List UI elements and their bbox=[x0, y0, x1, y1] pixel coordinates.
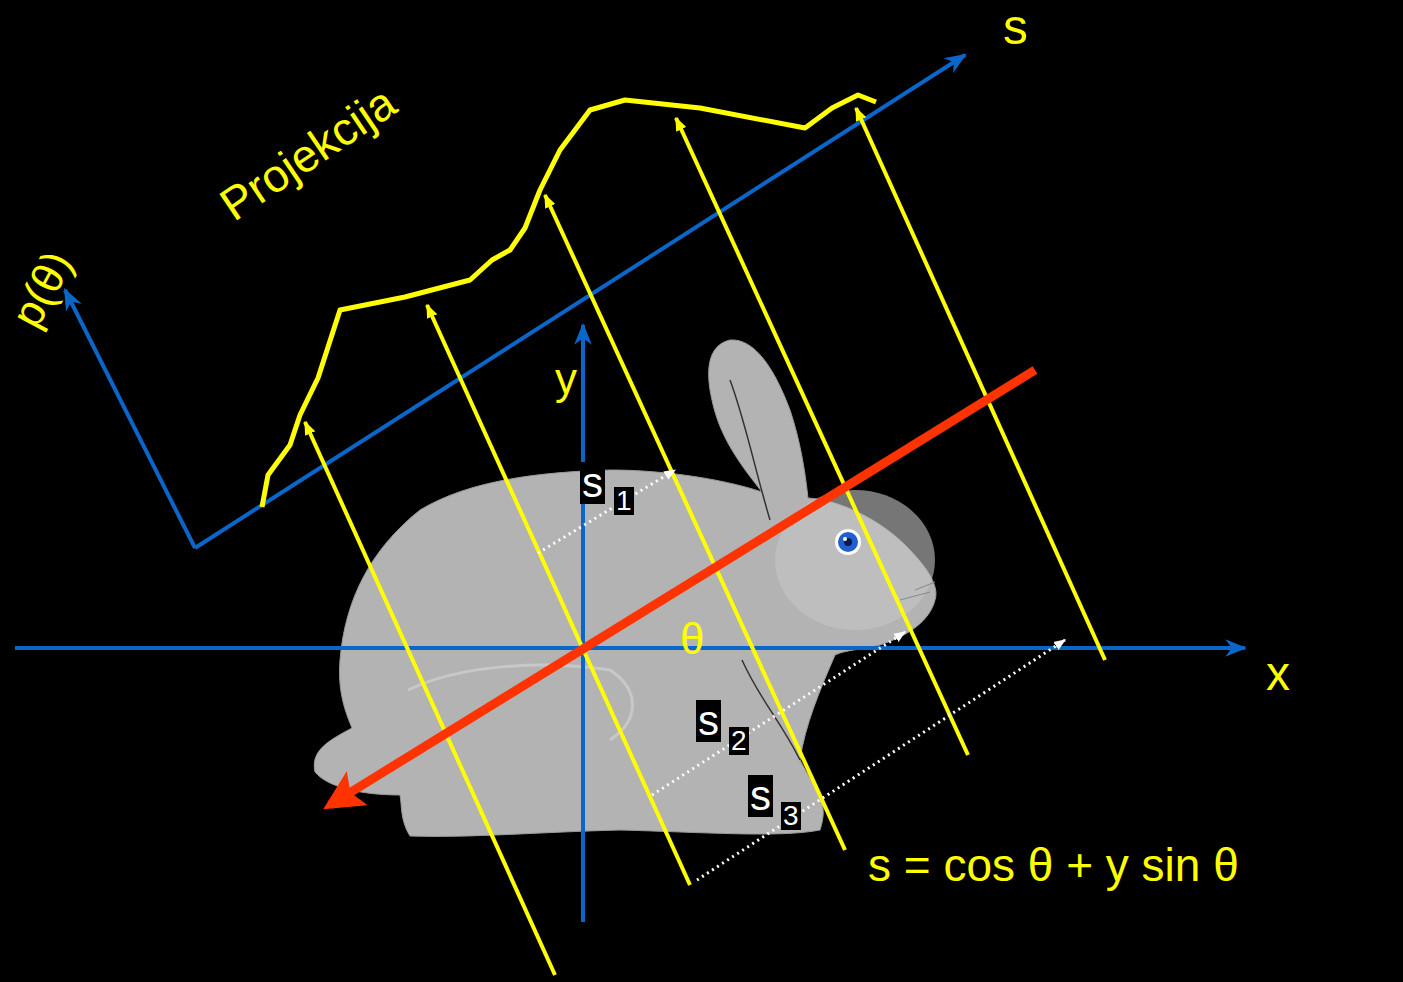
projection-curve bbox=[262, 95, 876, 507]
projection-label: Projekcija bbox=[212, 78, 403, 228]
y-axis bbox=[581, 325, 585, 922]
distance-subscript: 1 bbox=[614, 487, 634, 515]
s-axis bbox=[195, 55, 965, 548]
distance-label: s bbox=[580, 462, 605, 504]
formula: s = cos θ + y sin θ bbox=[868, 842, 1239, 888]
angle-label: θ bbox=[680, 617, 704, 661]
axis-label: y bbox=[555, 357, 577, 401]
axis-label: x bbox=[1266, 650, 1290, 698]
x-axis bbox=[15, 646, 1245, 650]
p-axis bbox=[65, 290, 195, 548]
axis-label: s bbox=[1003, 2, 1028, 52]
distance-subscript: 3 bbox=[781, 802, 801, 830]
direction-line bbox=[330, 370, 1035, 805]
distance-label: s bbox=[696, 700, 721, 742]
distance-label: s bbox=[748, 775, 773, 817]
distance-subscript: 2 bbox=[729, 727, 749, 755]
distance-lines bbox=[538, 470, 1065, 880]
axis-label: p(θ) bbox=[4, 244, 80, 334]
